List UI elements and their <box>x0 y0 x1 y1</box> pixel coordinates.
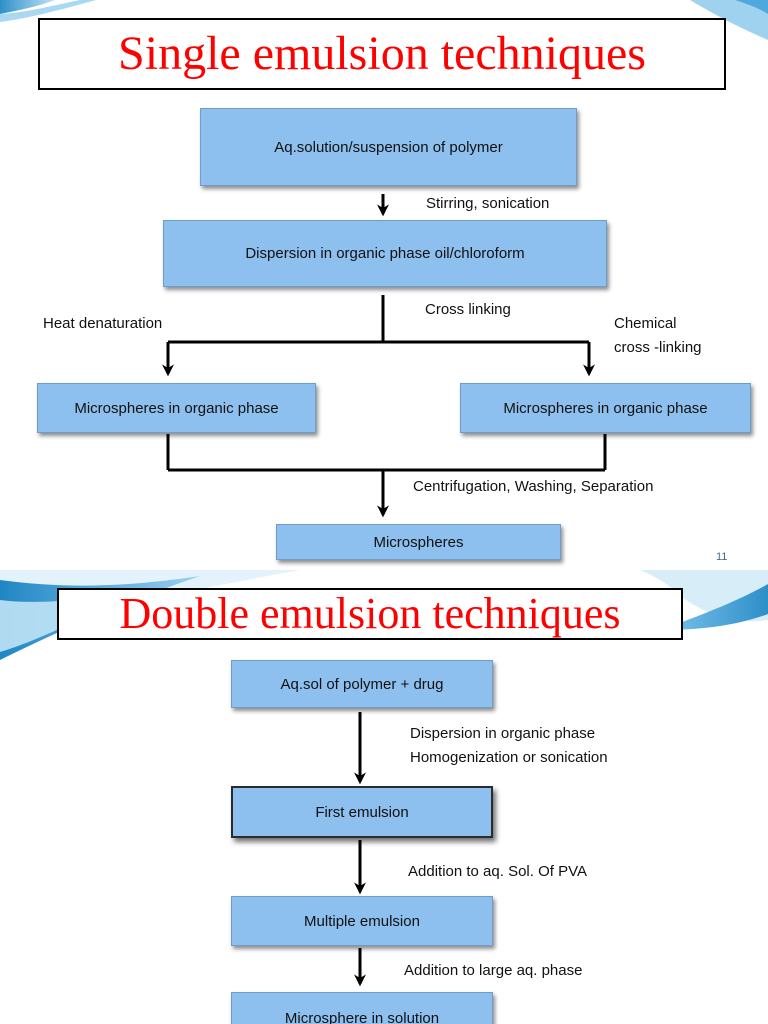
label-homogenization: Homogenization or sonication <box>410 749 608 766</box>
slide-double-emulsion: Double emulsion techniques Aq.sol of pol… <box>0 570 768 1024</box>
node-micro-organic-right: Microspheres in organic phase <box>460 383 751 433</box>
label-chemical: Chemical <box>614 315 677 332</box>
flow-connectors <box>162 194 607 518</box>
flow-connectors <box>354 712 366 987</box>
slide-single-emulsion: Single emulsion techniques Aq.solution/s… <box>0 0 768 563</box>
node-aq-solution: Aq.solution/suspension of polymer <box>200 108 577 186</box>
node-microspheres: Microspheres <box>276 524 561 560</box>
label-heat-denaturation: Heat denaturation <box>43 315 163 332</box>
node-multiple-emulsion: Multiple emulsion <box>231 896 493 946</box>
label-stirring: Stirring, sonication <box>426 195 550 212</box>
node-microsphere-solution: Microsphere in solution <box>231 992 493 1024</box>
label-addition-pva: Addition to aq. Sol. Of PVA <box>408 863 587 880</box>
label-chemical-cross-linking: cross -linking <box>614 339 702 356</box>
label-cross-linking: Cross linking <box>425 301 511 318</box>
label-addition-large: Addition to large aq. phase <box>404 962 583 979</box>
slide-title: Single emulsion techniques <box>38 18 726 90</box>
node-aq-sol-polymer-drug: Aq.sol of polymer + drug <box>231 660 493 708</box>
slide-title: Double emulsion techniques <box>57 588 683 640</box>
slide-number: 11 <box>716 551 728 563</box>
node-micro-organic-left: Microspheres in organic phase <box>37 383 316 433</box>
node-dispersion: Dispersion in organic phase oil/chlorofo… <box>163 220 607 287</box>
label-dispersion-organic: Dispersion in organic phase <box>410 725 596 742</box>
label-centrifugation: Centrifugation, Washing, Separation <box>413 478 654 495</box>
node-first-emulsion: First emulsion <box>231 786 493 838</box>
